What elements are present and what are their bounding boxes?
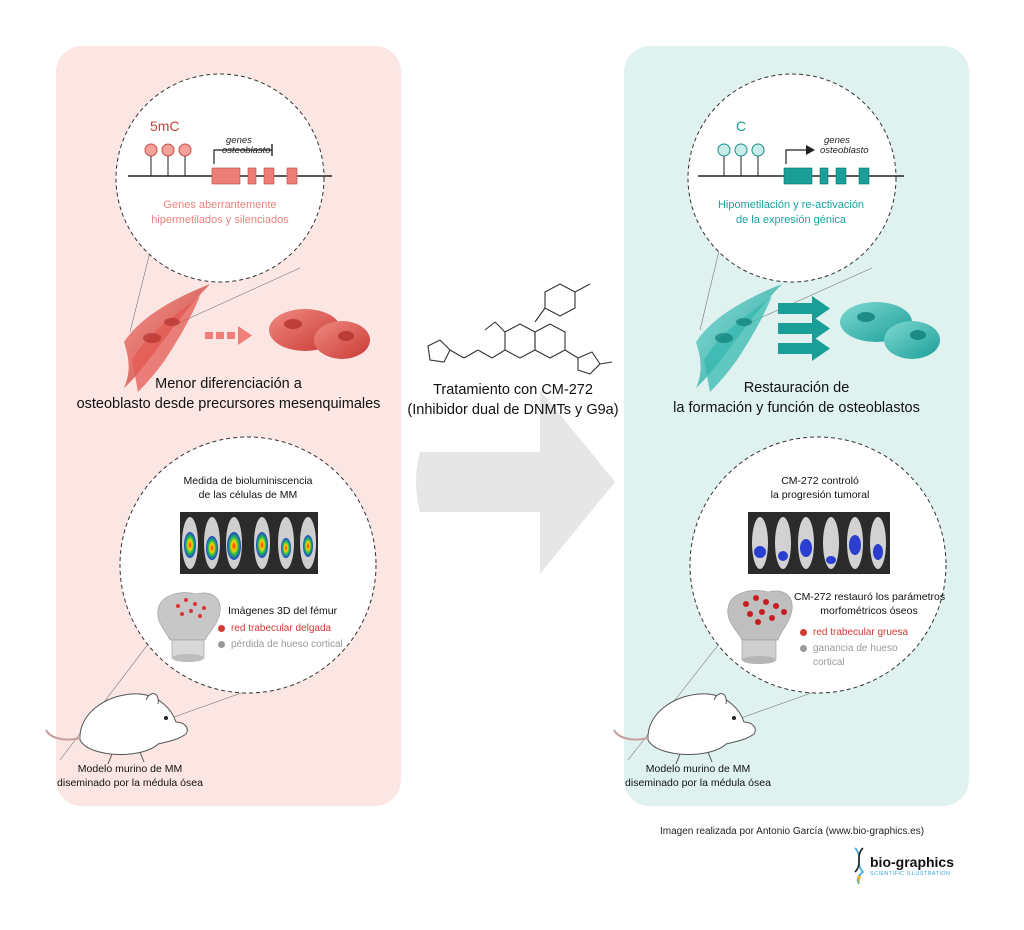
grey-dot-icon xyxy=(800,644,807,652)
left-biolum-caption: Medida de bioluminiscencia de las célula… xyxy=(183,475,313,501)
image-credit: Imagen realizada por Antonio García (www… xyxy=(660,826,925,837)
left-bioluminescence-image xyxy=(180,512,318,574)
grey-dot-icon xyxy=(218,640,225,648)
left-femur-3d xyxy=(157,592,221,662)
right-biolum-caption: CM-272 controló la progresión tumoral xyxy=(770,475,870,501)
left-genes-label: genes osteoblasto xyxy=(222,135,271,156)
left-dashed-arrow xyxy=(205,326,252,345)
left-mesenchymal-cells xyxy=(124,284,210,392)
logo-name: bio-graphics xyxy=(870,854,955,870)
left-mouse-caption: Modelo murino de MM diseminado por la mé… xyxy=(57,763,203,789)
logo-tagline: SCIENTIFIC ILLUSTRATION xyxy=(870,871,951,877)
left-mouse-silhouettes xyxy=(182,517,316,569)
right-legend-thick-trabecular: red trabecular gruesa xyxy=(800,626,908,640)
methyl-groups-left xyxy=(144,143,192,176)
left-osteoblast-cells xyxy=(269,309,370,359)
red-dot-icon xyxy=(800,628,807,636)
right-legend-cortical-gain: ganancia de hueso cortical xyxy=(800,642,898,670)
treatment-caption: Tratamiento con CM-272 (Inhibidor dual d… xyxy=(407,382,619,418)
right-methyl-label: C xyxy=(736,118,747,134)
right-mouse-drawing xyxy=(613,693,756,765)
right-gene-caption: Hipometilación y re-activación de la exp… xyxy=(717,199,865,226)
active-promoter-arrow xyxy=(785,149,806,164)
left-cells-caption: Menor diferenciación a osteoblasto desde… xyxy=(76,376,381,412)
unmethyl-groups-right xyxy=(717,143,765,176)
right-genes-label: genes osteoblasto xyxy=(820,135,869,156)
right-mouse-silhouettes xyxy=(752,517,886,569)
cm272-molecule xyxy=(427,283,613,375)
right-femur-title: CM-272 restauró los parámetros morfométr… xyxy=(794,591,946,617)
right-gene-zoom-circle xyxy=(687,73,904,337)
dna-helix-icon xyxy=(854,847,865,885)
right-mouse-caption: Modelo murino de MM diseminado por la mé… xyxy=(625,763,771,789)
red-dot-icon xyxy=(218,624,225,632)
right-cells-caption: Restauración de la formación y función d… xyxy=(673,380,920,416)
blocked-promoter xyxy=(213,149,272,164)
right-femur-3d xyxy=(727,590,793,664)
right-solid-arrows xyxy=(778,296,830,361)
right-imaging-zoom-circle xyxy=(627,436,947,761)
right-mesenchymal-cells xyxy=(696,284,782,392)
right-osteoblast-cells xyxy=(840,302,940,359)
left-methyl-label: 5mC xyxy=(150,118,180,134)
left-legend-cortical-loss: pérdida de hueso cortical xyxy=(218,638,343,652)
treatment-arrow xyxy=(416,390,615,574)
bio-graphics-logo: bio-graphics SCIENTIFIC ILLUSTRATION xyxy=(852,846,962,886)
left-mouse-drawing xyxy=(45,693,188,765)
left-legend-thin-trabecular: red trabecular delgada xyxy=(218,622,331,636)
left-gene-caption: Genes aberrantemente hipermetilados y si… xyxy=(151,199,289,226)
left-femur-title: Imágenes 3D del fémur xyxy=(228,605,338,617)
right-bioluminescence-image xyxy=(748,512,890,574)
left-imaging-zoom-circle xyxy=(59,436,377,761)
left-gene-zoom-circle xyxy=(115,73,332,337)
